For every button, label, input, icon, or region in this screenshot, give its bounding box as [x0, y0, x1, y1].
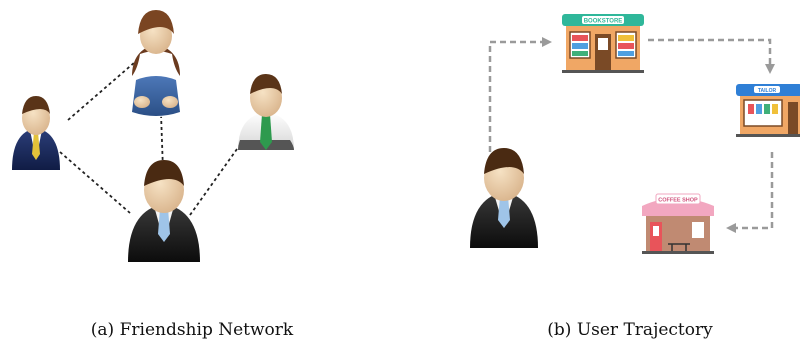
- user-avatar-man-navy: [12, 96, 60, 170]
- caption-user-trajectory: (b) User Trajectory: [547, 320, 713, 340]
- trajectory-arrow: [648, 38, 775, 74]
- coffee-shop-sign: COFFEE SHOP: [658, 198, 698, 204]
- bookstore-sign: BOOKSTORE: [584, 19, 623, 25]
- trajectory-arrow: [726, 152, 774, 233]
- user-avatar-woman: [126, 10, 186, 117]
- caption-friendship-network: (a) Friendship Network: [90, 320, 294, 340]
- user-avatar-man-center: [128, 160, 200, 262]
- user-avatar-man-green-tie: [238, 74, 294, 150]
- friendship-edge: [189, 141, 243, 216]
- friendship-network-panel: [12, 10, 294, 262]
- friendship-edge: [59, 151, 131, 214]
- friendship-edge: [67, 61, 136, 121]
- user-avatar-traveler: [470, 148, 538, 248]
- bookstore-icon: BOOKSTORE: [562, 14, 644, 73]
- user-trajectory-panel: BOOKSTORE TAILOR: [470, 14, 800, 254]
- trajectory-arrow: [488, 37, 552, 162]
- coffee-shop-icon: COFFEE SHOP: [642, 193, 714, 254]
- tailor-sign: TAILOR: [758, 88, 777, 94]
- tailor-shop-icon: TAILOR: [736, 84, 800, 137]
